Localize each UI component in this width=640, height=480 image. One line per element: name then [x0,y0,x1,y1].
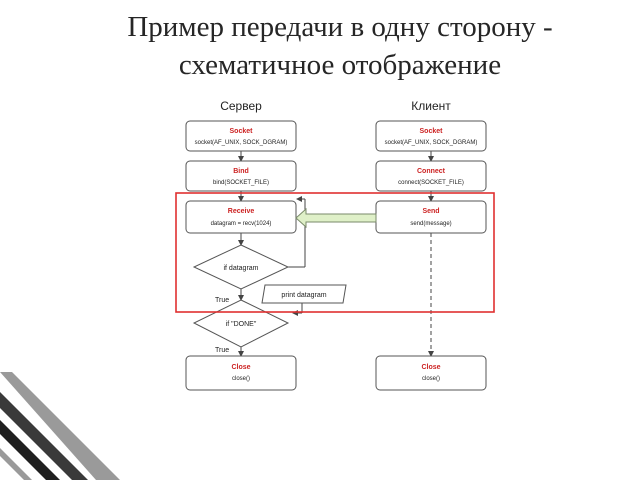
if-datagram-text: if datagram [223,265,258,272]
client-header: Клиент [411,99,451,113]
server-close-code: close() [232,376,250,382]
client-close-box: Close close() [375,355,487,391]
server-bind-label: Bind [233,168,249,175]
flowchart: Сервер Клиент Socket socket(AF_UNIX, SOC… [121,85,556,403]
client-close-label: Close [421,364,440,371]
server-socket-code: socket(AF_UNIX, SOCK_DGRAM) [195,140,288,146]
client-socket-label: Socket [420,128,444,135]
message-transfer-arrow [295,207,377,229]
server-receive-code: datagram = recv(1024) [211,221,272,227]
client-close-code: close() [422,376,440,382]
server-close-box: Close close() [185,355,297,391]
client-send-label: Send [422,208,439,215]
server-header: Сервер [220,99,262,113]
if-datagram-decision: if datagram [192,244,290,290]
client-socket-box: Socket socket(AF_UNIX, SOCK_DGRAM) [375,120,487,152]
server-socket-label: Socket [230,128,254,135]
client-send-code: send(message) [410,221,451,227]
true-label-2: True [215,347,229,354]
server-socket-box: Socket socket(AF_UNIX, SOCK_DGRAM) [185,120,297,152]
highlight-frame [175,192,495,313]
server-close-label: Close [231,364,250,371]
server-bind-code: bind(SOCKET_FILE) [213,180,269,186]
client-connect-label: Connect [417,168,446,175]
print-datagram-text: print datagram [281,292,326,299]
client-send-box: Send send(message) [375,200,487,234]
client-socket-code: socket(AF_UNIX, SOCK_DGRAM) [385,140,478,146]
slide-title: Пример передачи в одну сторону - схемати… [60,8,620,84]
if-done-text: if "DONE" [226,321,257,328]
slide-title-line-2: схематичное отображение [178,49,502,81]
slide-title-line-1: Пример передачи в одну сторону - [127,11,553,43]
true-label-1: True [215,297,229,304]
client-connect-box: Connect connect(SOCKET_FILE) [375,160,487,192]
server-receive-label: Receive [228,208,255,215]
server-bind-box: Bind bind(SOCKET_FILE) [185,160,297,192]
server-receive-box: Receive datagram = recv(1024) [185,200,297,234]
client-connect-code: connect(SOCKET_FILE) [398,180,464,186]
print-datagram-box: print datagram [261,284,347,304]
